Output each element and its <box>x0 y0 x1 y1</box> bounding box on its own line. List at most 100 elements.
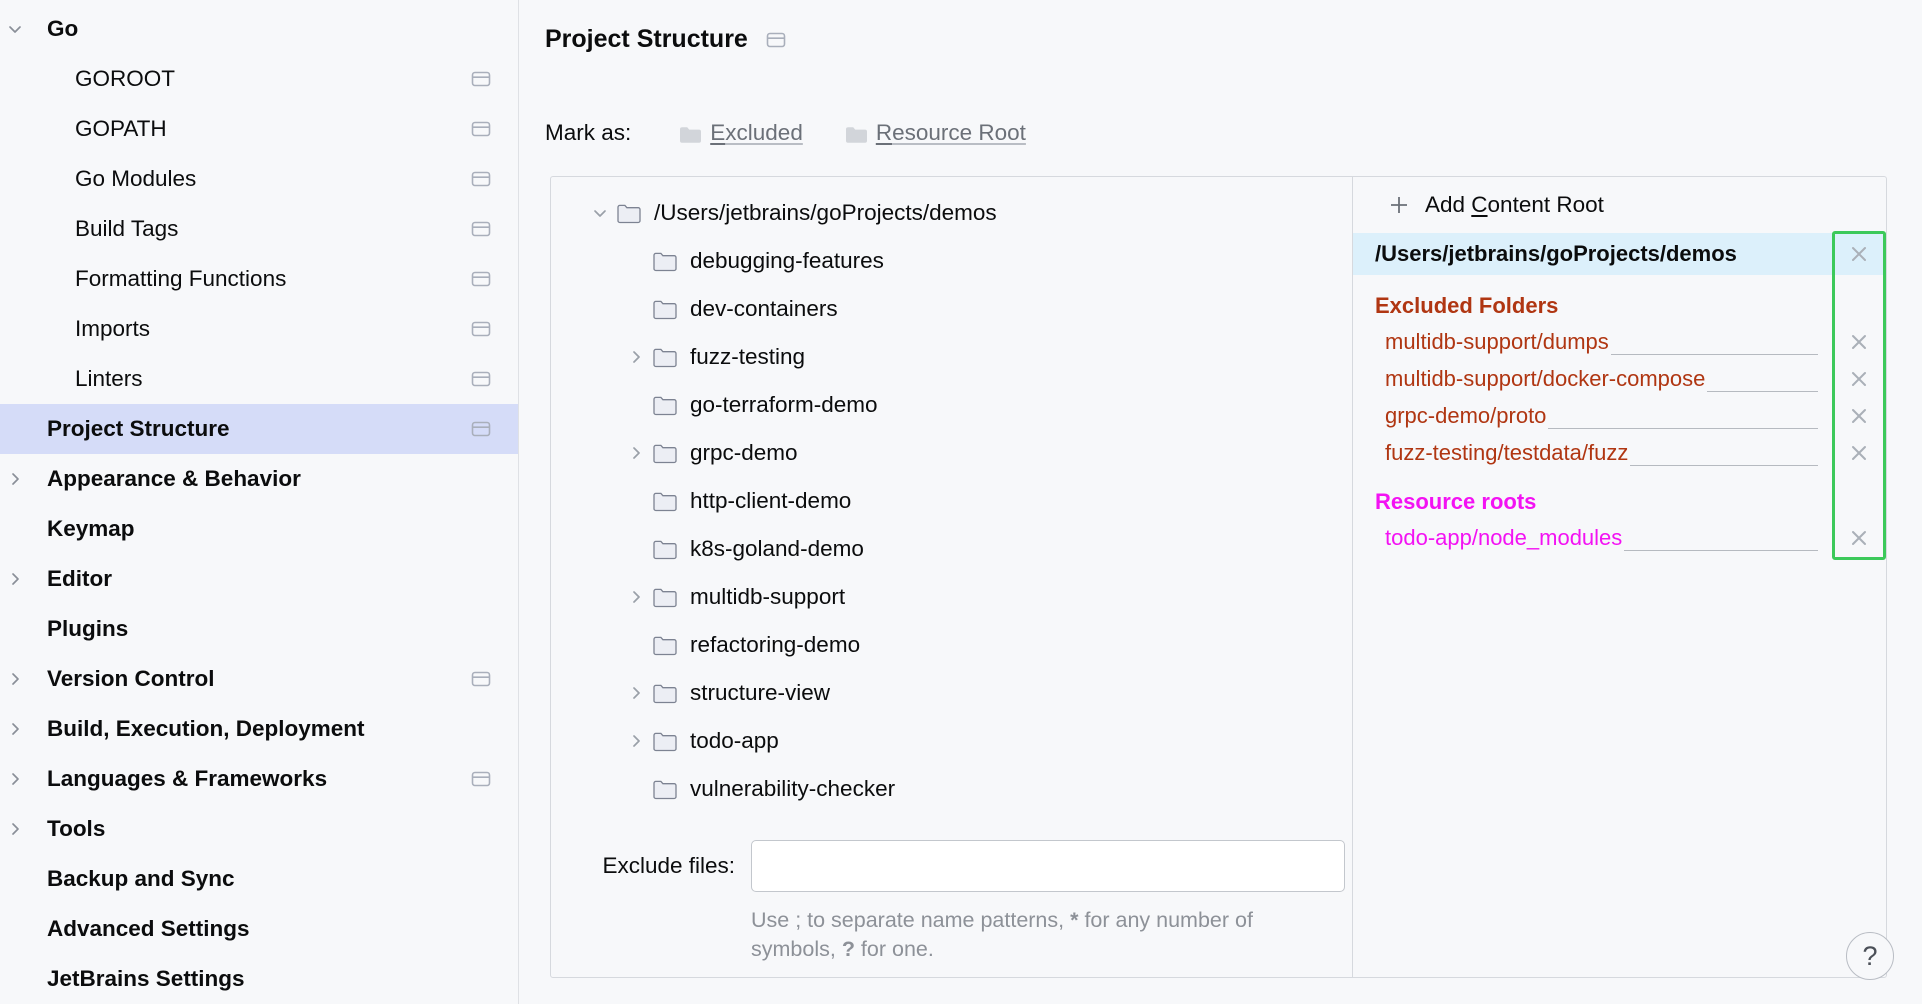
page-title: Project Structure <box>545 25 787 54</box>
chevron-down-icon[interactable] <box>0 20 30 38</box>
tree-row[interactable]: dev-containers <box>551 285 1352 333</box>
remove-resource-root-button[interactable] <box>1833 518 1885 558</box>
sidebar-item-label: GOROOT <box>75 66 175 91</box>
sidebar-item-label: Imports <box>75 316 151 341</box>
sidebar-item-project-structure[interactable]: Project Structure <box>0 404 518 454</box>
sidebar-item-languages-frameworks[interactable]: Languages & Frameworks <box>0 754 518 804</box>
mark-as-resource-root-button[interactable]: Resource Root <box>845 120 1026 146</box>
chevron-right-icon[interactable] <box>619 444 653 462</box>
tree-row-label: multidb-support <box>690 584 846 609</box>
sidebar-item-linters[interactable]: Linters <box>0 354 518 404</box>
excluded-folder-path: grpc-demo/proto <box>1385 402 1547 428</box>
chevron-right-icon[interactable] <box>0 820 30 838</box>
folder-icon <box>653 683 678 704</box>
sidebar-item-jetbrains-settings[interactable]: JetBrains Settings <box>0 954 518 1004</box>
sidebar-item-label: Go <box>47 16 79 41</box>
remove-excluded-folder-button[interactable] <box>1833 396 1885 436</box>
content-root-row[interactable]: /Users/jetbrains/goProjects/demos <box>1353 233 1886 275</box>
sidebar-item-plugins[interactable]: Plugins <box>0 604 518 654</box>
tree-row[interactable]: refactoring-demo <box>551 621 1352 669</box>
sidebar-item-label: Build Tags <box>75 216 179 241</box>
sidebar-item-build-execution-deployment[interactable]: Build, Execution, Deployment <box>0 704 518 754</box>
help-button[interactable]: ? <box>1846 932 1894 980</box>
exclude-files-input[interactable] <box>751 840 1345 893</box>
tree-row[interactable]: multidb-support <box>551 573 1352 621</box>
content-tree: /Users/jetbrains/goProjects/demos debuggi… <box>551 177 1353 977</box>
sidebar-item-goroot[interactable]: GOROOT <box>0 54 518 104</box>
folder-icon <box>653 299 678 320</box>
tree-row[interactable]: debugging-features <box>551 237 1352 285</box>
tree-row-label: structure-view <box>690 680 831 705</box>
sidebar-item-gopath[interactable]: GOPATH <box>0 104 518 154</box>
mark-as-excluded-button[interactable]: Excluded <box>679 120 803 146</box>
hint-question: ? <box>841 936 855 961</box>
row-rule <box>1548 428 1818 429</box>
chevron-right-icon[interactable] <box>619 732 653 750</box>
excluded-folder-row[interactable]: multidb-support/dumps <box>1353 323 1886 360</box>
sidebar-item-imports[interactable]: Imports <box>0 304 518 354</box>
sidebar-item-label: Build, Execution, Deployment <box>47 716 365 741</box>
tree-row-label: http-client-demo <box>690 488 852 513</box>
row-rule <box>1610 354 1818 355</box>
sidebar-item-build-tags[interactable]: Build Tags <box>0 204 518 254</box>
tree-row[interactable]: structure-view <box>551 669 1352 717</box>
sidebar-item-backup-and-sync[interactable]: Backup and Sync <box>0 854 518 904</box>
accel-c: C <box>1471 192 1488 217</box>
tree-row-label: vulnerability-checker <box>690 776 896 801</box>
folder-icon <box>653 491 678 512</box>
row-rule <box>1630 465 1818 466</box>
excluded-folder-row[interactable]: multidb-support/docker-compose <box>1353 360 1886 397</box>
tree-row[interactable]: go-terraform-demo <box>551 381 1352 429</box>
excluded-folder-row[interactable]: fuzz-testing/testdata/fuzz <box>1353 434 1886 471</box>
chevron-right-icon[interactable] <box>0 470 30 488</box>
sidebar-item-formatting-functions[interactable]: Formatting Functions <box>0 254 518 304</box>
chevron-right-icon[interactable] <box>619 348 653 366</box>
add-rest: ontent Root <box>1487 192 1604 217</box>
tree-row-label: dev-containers <box>690 296 838 321</box>
sidebar-item-go[interactable]: Go <box>0 4 518 54</box>
remove-excluded-folder-button[interactable] <box>1833 433 1885 473</box>
tree-row-label: /Users/jetbrains/goProjects/demos <box>654 200 997 225</box>
chevron-right-icon[interactable] <box>619 588 653 606</box>
sidebar-item-label: Project Structure <box>47 416 230 441</box>
remove-excluded-folder-button[interactable] <box>1833 359 1885 399</box>
tree-row[interactable]: /Users/jetbrains/goProjects/demos <box>551 189 1352 237</box>
tree-row[interactable]: grpc-demo <box>551 429 1352 477</box>
main-content: Project Structure Mark as: Excluded Reso… <box>519 0 1922 1004</box>
chevron-right-icon[interactable] <box>0 570 30 588</box>
tree-row[interactable]: k8s-goland-demo <box>551 525 1352 573</box>
mark-as-excluded-label: Excluded <box>710 120 803 145</box>
tree-row[interactable]: todo-app <box>551 717 1352 765</box>
tree-row[interactable]: http-client-demo <box>551 477 1352 525</box>
exclude-files-hint: Use ; to separate name patterns, * for a… <box>751 906 1311 963</box>
sidebar-item-label: Formatting Functions <box>75 266 287 291</box>
tree-row[interactable]: vulnerability-checker <box>551 765 1352 813</box>
sidebar-item-advanced-settings[interactable]: Advanced Settings <box>0 904 518 954</box>
tree-row[interactable]: fuzz-testing <box>551 333 1352 381</box>
sidebar-item-keymap[interactable]: Keymap <box>0 504 518 554</box>
remove-excluded-folder-button[interactable] <box>1833 322 1885 362</box>
sidebar-item-label: Tools <box>47 816 106 841</box>
remove-content-root-button[interactable] <box>1833 234 1885 274</box>
hint-part-2: for any number of symbols, <box>751 908 1253 961</box>
accel-e: E <box>710 120 726 145</box>
sidebar-item-version-control[interactable]: Version Control <box>0 654 518 704</box>
module-icon <box>470 268 492 290</box>
sidebar-item-go-modules[interactable]: Go Modules <box>0 154 518 204</box>
sidebar-item-tools[interactable]: Tools <box>0 804 518 854</box>
chevron-right-icon[interactable] <box>0 670 30 688</box>
chevron-right-icon[interactable] <box>619 684 653 702</box>
excluded-folders-heading: Excluded Folders <box>1375 293 1559 318</box>
resource-root-row[interactable]: todo-app/node_modules <box>1353 519 1886 556</box>
add-content-root-button[interactable]: Add Content Root <box>1353 177 1886 233</box>
excluded-folder-row[interactable]: grpc-demo/proto <box>1353 397 1886 434</box>
chevron-right-icon[interactable] <box>0 720 30 738</box>
add-content-root-label: Add Content Root <box>1425 192 1604 218</box>
sidebar-item-editor[interactable]: Editor <box>0 554 518 604</box>
chevron-right-icon[interactable] <box>0 770 30 788</box>
sidebar-item-appearance-behavior[interactable]: Appearance & Behavior <box>0 454 518 504</box>
sidebar-item-label: Version Control <box>47 666 215 691</box>
module-icon <box>470 168 492 190</box>
chevron-down-icon[interactable] <box>583 204 617 222</box>
folder-icon <box>679 124 702 143</box>
